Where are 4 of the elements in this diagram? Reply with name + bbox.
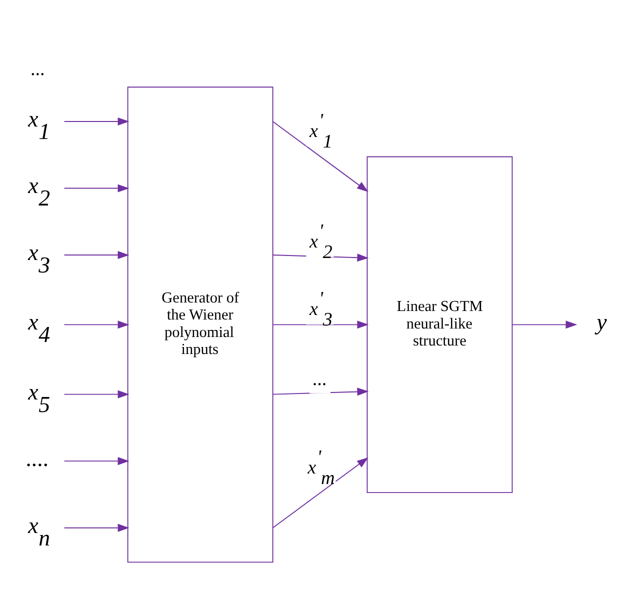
node-text: .... xyxy=(26,446,50,472)
edge-label: ... xyxy=(312,368,327,390)
node-text: y xyxy=(596,310,607,335)
label: ... xyxy=(30,58,45,80)
